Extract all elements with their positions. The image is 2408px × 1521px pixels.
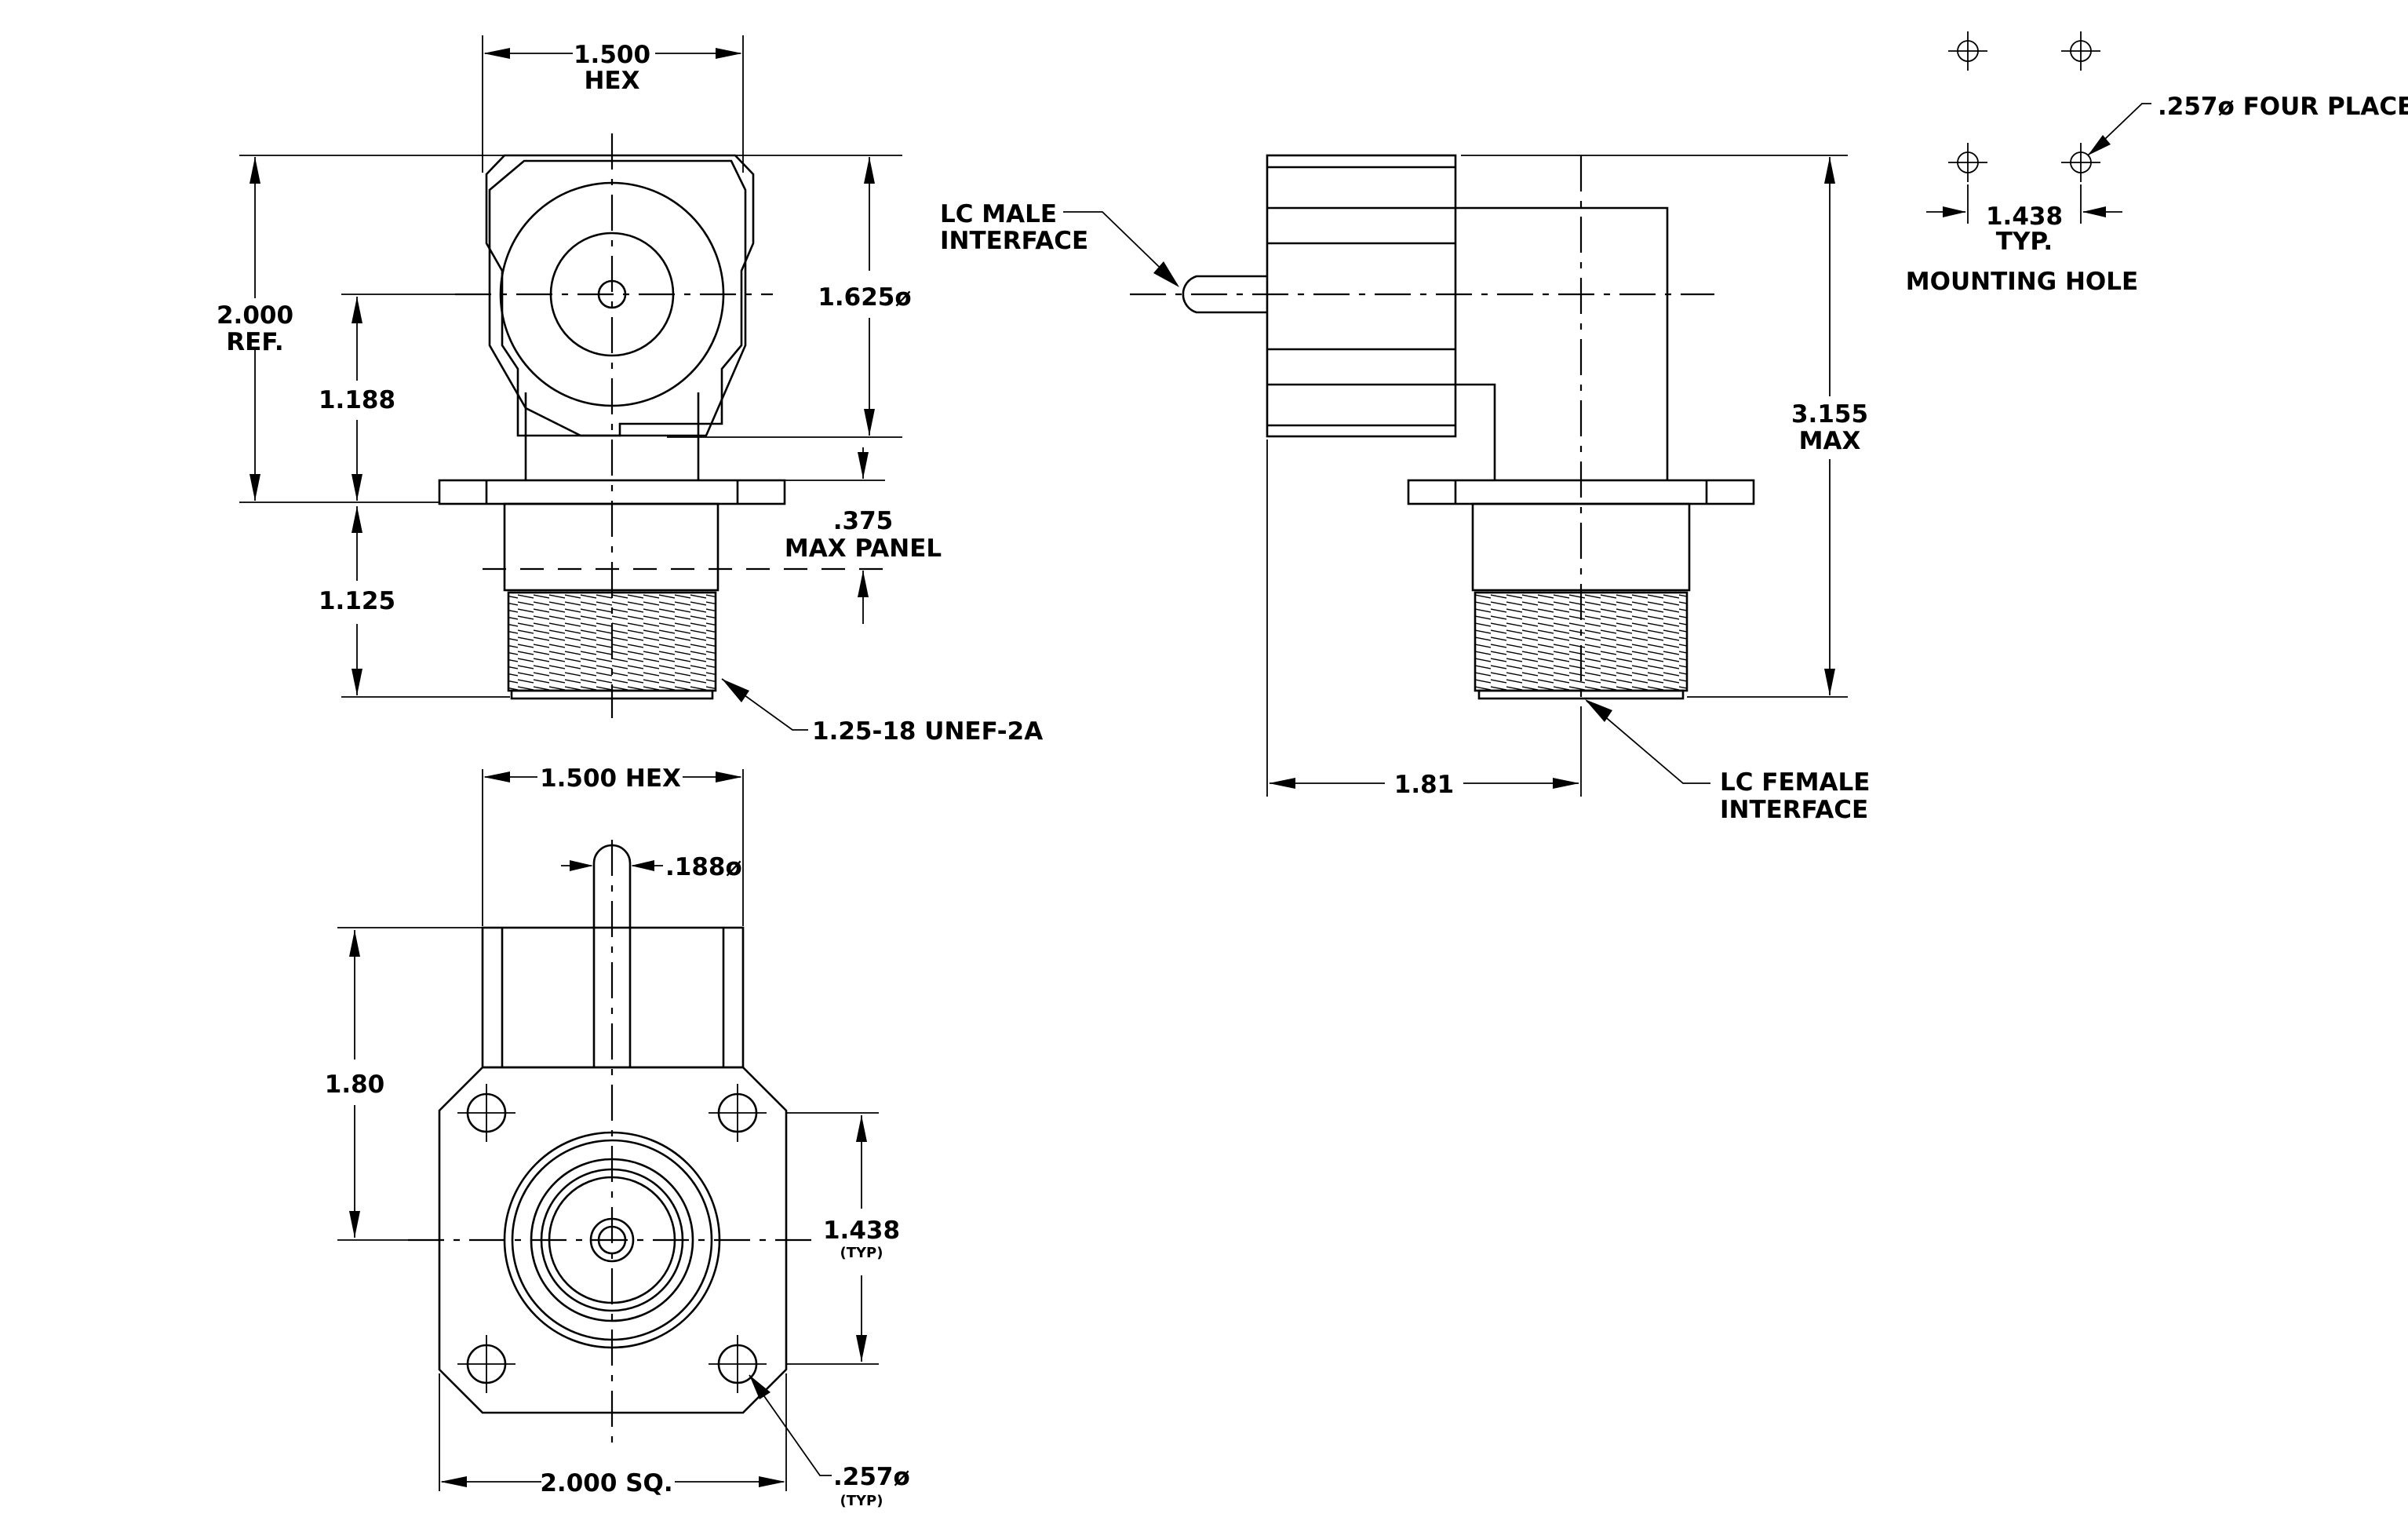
top-flange — [438, 1066, 788, 1414]
front-height-label: 2.000 — [217, 301, 293, 330]
mount-hole-tr — [2061, 31, 2100, 71]
arrow-181-r — [1553, 778, 1579, 789]
four-places-leader — [2087, 103, 2151, 156]
arrow-375-t — [858, 452, 869, 479]
arrow-mount-r — [2082, 206, 2106, 217]
top-hole-spacing-label: 1.438 — [823, 1216, 900, 1245]
arrow-3155-b — [1824, 669, 1835, 695]
arrow-1438-b — [856, 1335, 867, 1362]
side-offset-label: 1.81 — [1394, 771, 1455, 799]
mount-hole-title: MOUNTING HOLE — [1906, 268, 2138, 296]
arrow-188-r — [631, 860, 654, 871]
side-female-label-2: INTERFACE — [1720, 796, 1868, 824]
top-hole-br — [709, 1335, 767, 1393]
side-male-label-2: INTERFACE — [940, 227, 1088, 255]
arrow-180-b — [349, 1211, 360, 1238]
top-hole-bl — [457, 1335, 515, 1393]
side-elbow-outer — [1455, 206, 1669, 480]
arrow-sq-l — [440, 1476, 467, 1487]
arrow-female — [1585, 699, 1612, 722]
front-height-note: REF. — [226, 328, 283, 356]
arrow-1188-b — [352, 474, 362, 501]
female-leader — [1586, 700, 1710, 784]
mount-hole-br — [2061, 143, 2100, 182]
hole-leader — [749, 1374, 832, 1476]
front-thread-length-label: 1.125 — [319, 587, 395, 615]
arrow-1625-b — [864, 409, 875, 436]
top-pin-diameter-label: .188ø — [665, 853, 742, 881]
top-hole-spacing-note: (TYP) — [840, 1245, 883, 1261]
arrow-3155-t — [1824, 157, 1835, 184]
arrow-181-l — [1269, 778, 1295, 789]
top-view — [408, 840, 816, 1444]
top-hole-tl — [457, 1084, 515, 1142]
front-hex-label: HEX — [584, 67, 639, 95]
side-elbow-inner — [1455, 383, 1496, 480]
arrow-375-b — [858, 571, 869, 597]
arrow-top-hex-r — [716, 771, 742, 782]
top-hole-diameter-note: (TYP) — [840, 1493, 883, 1509]
side-height-note: MAX — [1799, 427, 1861, 455]
male-leader — [1063, 211, 1178, 285]
front-dimensions: 1.500 HEX 2.000 REF. 1.188 1.125 1.625ø — [217, 35, 1043, 746]
arrow-male — [1153, 261, 1179, 287]
arrow-thread — [722, 679, 749, 702]
side-male-pin — [1182, 275, 1267, 314]
front-hex-diameter-label: 1.625ø — [818, 283, 911, 312]
mounting-hole-pattern: .257ø FOUR PLACES 1.438 TYP. MOUNTING HO… — [1906, 31, 2408, 296]
arrow-1125-t — [352, 506, 362, 533]
arrow-hex-l — [483, 48, 510, 59]
mount-spacing-label: 1.438 — [1986, 202, 2063, 231]
front-flange — [438, 479, 786, 505]
front-hex-width-label: 1.500 — [574, 41, 650, 69]
arrow-1125-b — [352, 669, 362, 695]
top-hole-tr — [709, 1084, 767, 1142]
front-hex-outline — [488, 159, 747, 437]
top-hole-diameter-label: .257ø — [833, 1463, 910, 1491]
arrow-1188-t — [352, 297, 362, 323]
front-center-height-label: 1.188 — [319, 386, 395, 414]
top-height-label: 1.80 — [325, 1071, 385, 1099]
arrow-188-l — [570, 860, 593, 871]
top-hex-label: 1.500 HEX — [540, 764, 681, 793]
arrow-2000-t — [250, 157, 260, 184]
arrow-hex-r — [716, 48, 742, 59]
front-view — [438, 133, 786, 718]
side-female-label-1: LC FEMALE — [1720, 768, 1870, 797]
side-hex-body — [1266, 154, 1457, 438]
arrow-1625-t — [864, 157, 875, 184]
top-flange-size-label: 2.000 SQ. — [540, 1469, 672, 1497]
arrow-180-t — [349, 930, 360, 957]
side-height-label: 3.155 — [1791, 400, 1868, 429]
arrow-mount-l — [1943, 206, 1966, 217]
side-view — [1130, 154, 1755, 706]
mount-hole-tl — [1948, 31, 1987, 71]
top-dimensions: 1.500 HEX .188ø 1.80 1.438 (TYP) 2.000 S… — [325, 764, 910, 1509]
arrow-sq-r — [759, 1476, 785, 1487]
side-male-label-1: LC MALE — [940, 200, 1057, 228]
arrow-2000-b — [250, 474, 260, 501]
front-hex-body — [485, 154, 755, 437]
arrow-four-places — [2088, 135, 2111, 155]
front-panel-note: MAX PANEL — [785, 534, 942, 563]
side-dimensions: LC MALE INTERFACE 3.155 MAX 1.81 LC FEMA… — [940, 155, 1870, 824]
arrow-hole — [749, 1375, 770, 1399]
arrow-top-hex-l — [483, 771, 510, 782]
arrow-1438-t — [856, 1115, 867, 1142]
mount-hole-bl — [1948, 143, 1987, 182]
front-panel-thickness-label: .375 — [833, 507, 894, 535]
front-thread-spec-label: 1.25-18 UNEF-2A — [812, 717, 1043, 746]
mount-spacing-note: TYP. — [1996, 228, 2053, 256]
mount-hole-note: .257ø FOUR PLACES — [2158, 93, 2408, 121]
